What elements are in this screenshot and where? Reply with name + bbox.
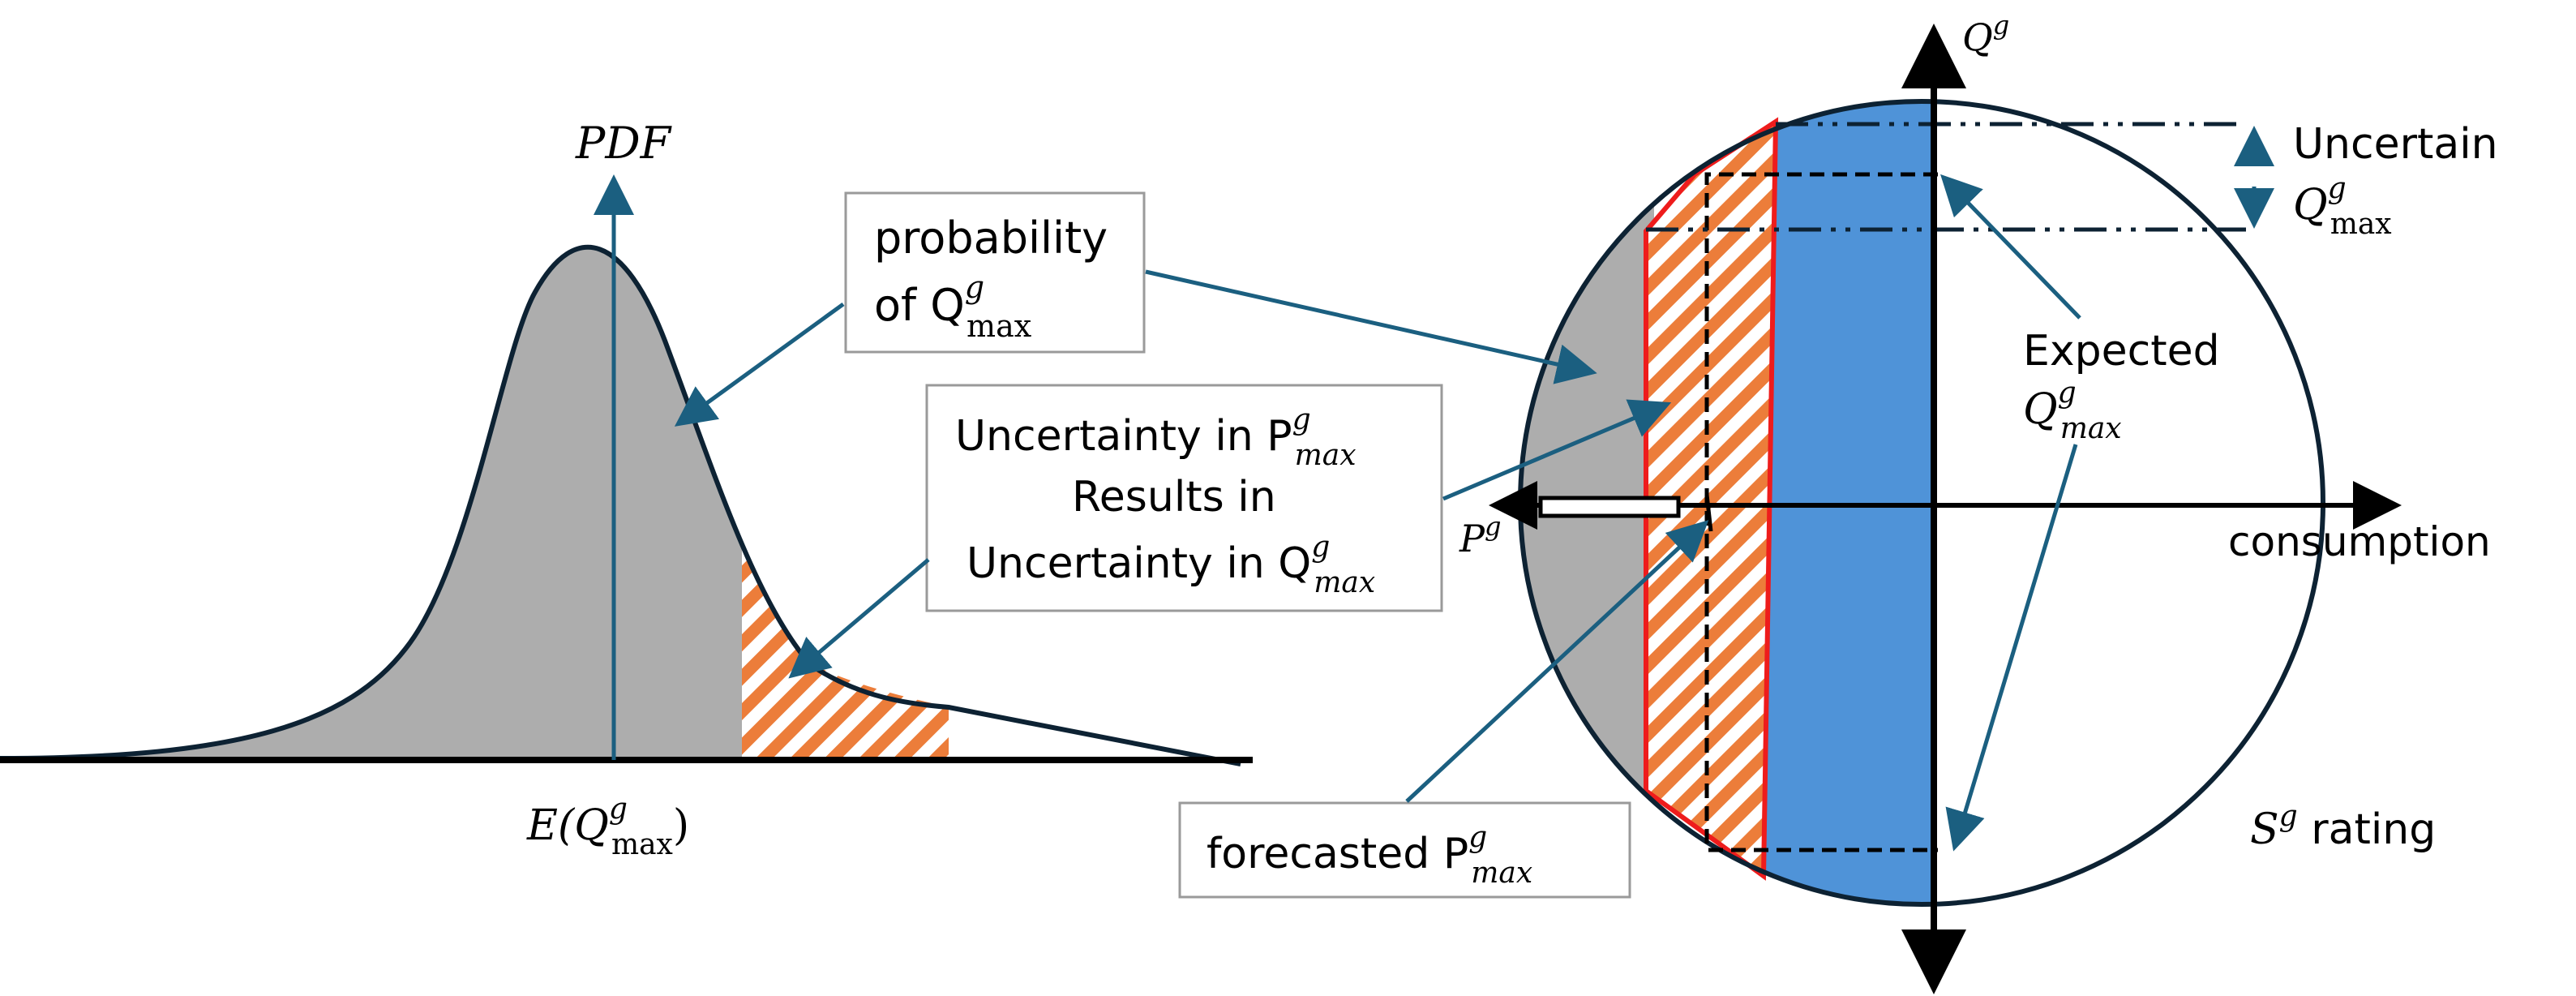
- p-axis-label: Pg: [1459, 511, 1501, 560]
- pdf-distribution-area: [0, 247, 949, 759]
- expected-arrow-down: [1945, 444, 2078, 852]
- uncertainty-arrow-right: [1442, 399, 1672, 501]
- consumption-label: consumption: [2228, 518, 2491, 565]
- pdf-y-axis-label: PDF: [575, 118, 673, 169]
- uncertainty-arrow-left: [788, 558, 930, 679]
- probability-arrow-right: [1145, 269, 1597, 384]
- forecast-marker: [1704, 494, 1713, 532]
- callout-uncertainty-box: [925, 384, 1443, 612]
- rating-label: Sg rating: [2250, 800, 2436, 854]
- q-axis-label: Qg: [1962, 10, 2009, 59]
- forecasted-arrow: [1405, 520, 1709, 803]
- pdf-tail-hatched-area: [742, 547, 949, 758]
- expected-arrow-up: [1940, 174, 2081, 320]
- uncertain-label: Uncertain: [2293, 120, 2498, 169]
- callout-forecasted-box: [1178, 801, 1631, 899]
- callout-probability-line1: probability: [874, 213, 1108, 264]
- probability-arrow-left: [674, 302, 845, 427]
- expected-label: Expected: [2023, 327, 2220, 376]
- callout-probability-box: [844, 191, 1146, 354]
- forecast-bar: [1538, 496, 1681, 518]
- callout-uncertainty-line2: Results in: [1072, 473, 1276, 522]
